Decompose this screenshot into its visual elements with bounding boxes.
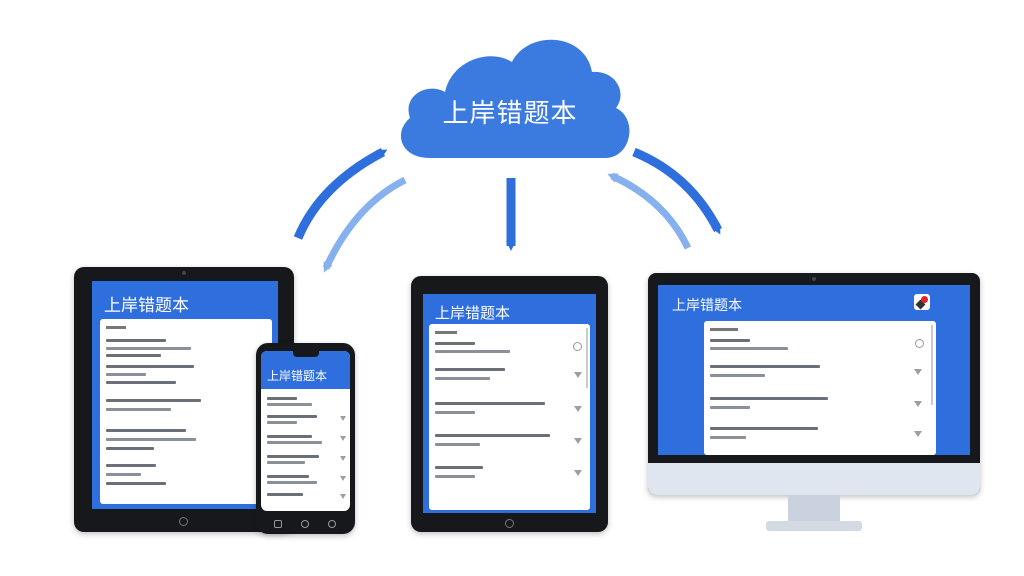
home-icon[interactable] xyxy=(301,520,309,528)
camera-dot xyxy=(182,271,186,275)
phone-nav-bar xyxy=(256,518,355,530)
list-item[interactable] xyxy=(261,395,350,409)
list-item[interactable] xyxy=(100,337,272,357)
app-title: 上岸错题本 xyxy=(267,369,328,383)
question-list xyxy=(429,324,590,510)
list-item[interactable] xyxy=(100,464,272,486)
list-header xyxy=(435,328,457,337)
chevron-down-icon[interactable] xyxy=(574,470,582,476)
chevron-down-icon[interactable] xyxy=(914,369,922,375)
app-title: 上岸错题本 xyxy=(435,304,511,322)
list-header xyxy=(106,323,126,332)
user-avatar-icon[interactable] xyxy=(914,294,930,310)
list-item[interactable] xyxy=(100,429,272,453)
chevron-down-icon[interactable] xyxy=(340,416,346,421)
chevron-down-icon[interactable] xyxy=(340,456,346,461)
list-item[interactable] xyxy=(261,433,350,447)
question-list xyxy=(261,391,350,509)
list-item[interactable] xyxy=(100,399,272,421)
back-icon[interactable] xyxy=(274,520,282,528)
desktop-monitor: 上岸错题本 xyxy=(648,273,980,495)
notch xyxy=(293,351,319,357)
tablet-center-screen: 上岸错题本 xyxy=(423,294,596,513)
settings-icon[interactable] xyxy=(573,342,582,351)
list-item[interactable] xyxy=(261,413,350,427)
chevron-down-icon[interactable] xyxy=(914,401,922,407)
chevron-down-icon[interactable] xyxy=(574,438,582,444)
chevron-down-icon[interactable] xyxy=(914,431,922,437)
question-list xyxy=(704,321,936,455)
list-item[interactable] xyxy=(429,466,590,488)
list-item[interactable] xyxy=(261,453,350,467)
list-item[interactable] xyxy=(704,427,936,449)
settings-icon[interactable] xyxy=(915,339,924,348)
scrollbar[interactable] xyxy=(586,328,588,388)
list-item[interactable] xyxy=(429,434,590,456)
sync-arrow-left-up xyxy=(293,148,388,240)
scrollbar[interactable] xyxy=(931,325,933,405)
list-header xyxy=(710,325,738,334)
cloud-icon xyxy=(400,39,630,158)
chevron-down-icon[interactable] xyxy=(574,372,582,378)
app-title: 上岸错题本 xyxy=(104,296,189,316)
list-item[interactable] xyxy=(429,340,590,360)
list-item[interactable] xyxy=(704,337,936,357)
list-item[interactable] xyxy=(704,365,936,387)
home-button[interactable] xyxy=(505,519,514,528)
list-item[interactable] xyxy=(429,402,590,424)
question-list xyxy=(100,319,272,504)
list-item[interactable] xyxy=(704,397,936,419)
list-item[interactable] xyxy=(261,491,350,505)
monitor-stand-neck xyxy=(788,495,840,523)
monitor-chin xyxy=(648,463,980,495)
tablet-left: 上岸错题本 xyxy=(74,267,294,532)
cloud-label: 上岸错题本 xyxy=(442,99,578,129)
monitor-stand-base xyxy=(766,521,862,531)
list-item[interactable] xyxy=(261,473,350,487)
tablet-left-screen: 上岸错题本 xyxy=(92,281,278,509)
chevron-down-icon[interactable] xyxy=(574,406,582,412)
tablet-center: 上岸错题本 xyxy=(411,276,608,532)
chevron-down-icon[interactable] xyxy=(340,476,346,481)
home-button[interactable] xyxy=(179,517,188,526)
sync-arrow-right-up xyxy=(607,172,692,250)
phone: 上岸错题本 xyxy=(256,343,355,534)
sync-arrow-left-down xyxy=(322,176,407,273)
app-title: 上岸错题本 xyxy=(672,298,742,314)
list-item[interactable] xyxy=(100,365,272,387)
recents-icon[interactable] xyxy=(328,520,336,528)
sync-arrow-right-down xyxy=(632,147,723,235)
chevron-down-icon[interactable] xyxy=(340,436,346,441)
phone-screen: 上岸错题本 xyxy=(261,351,350,511)
camera-dot xyxy=(812,277,816,281)
list-item[interactable] xyxy=(429,368,590,390)
monitor-screen: 上岸错题本 xyxy=(658,285,970,455)
chevron-down-icon[interactable] xyxy=(340,494,346,499)
